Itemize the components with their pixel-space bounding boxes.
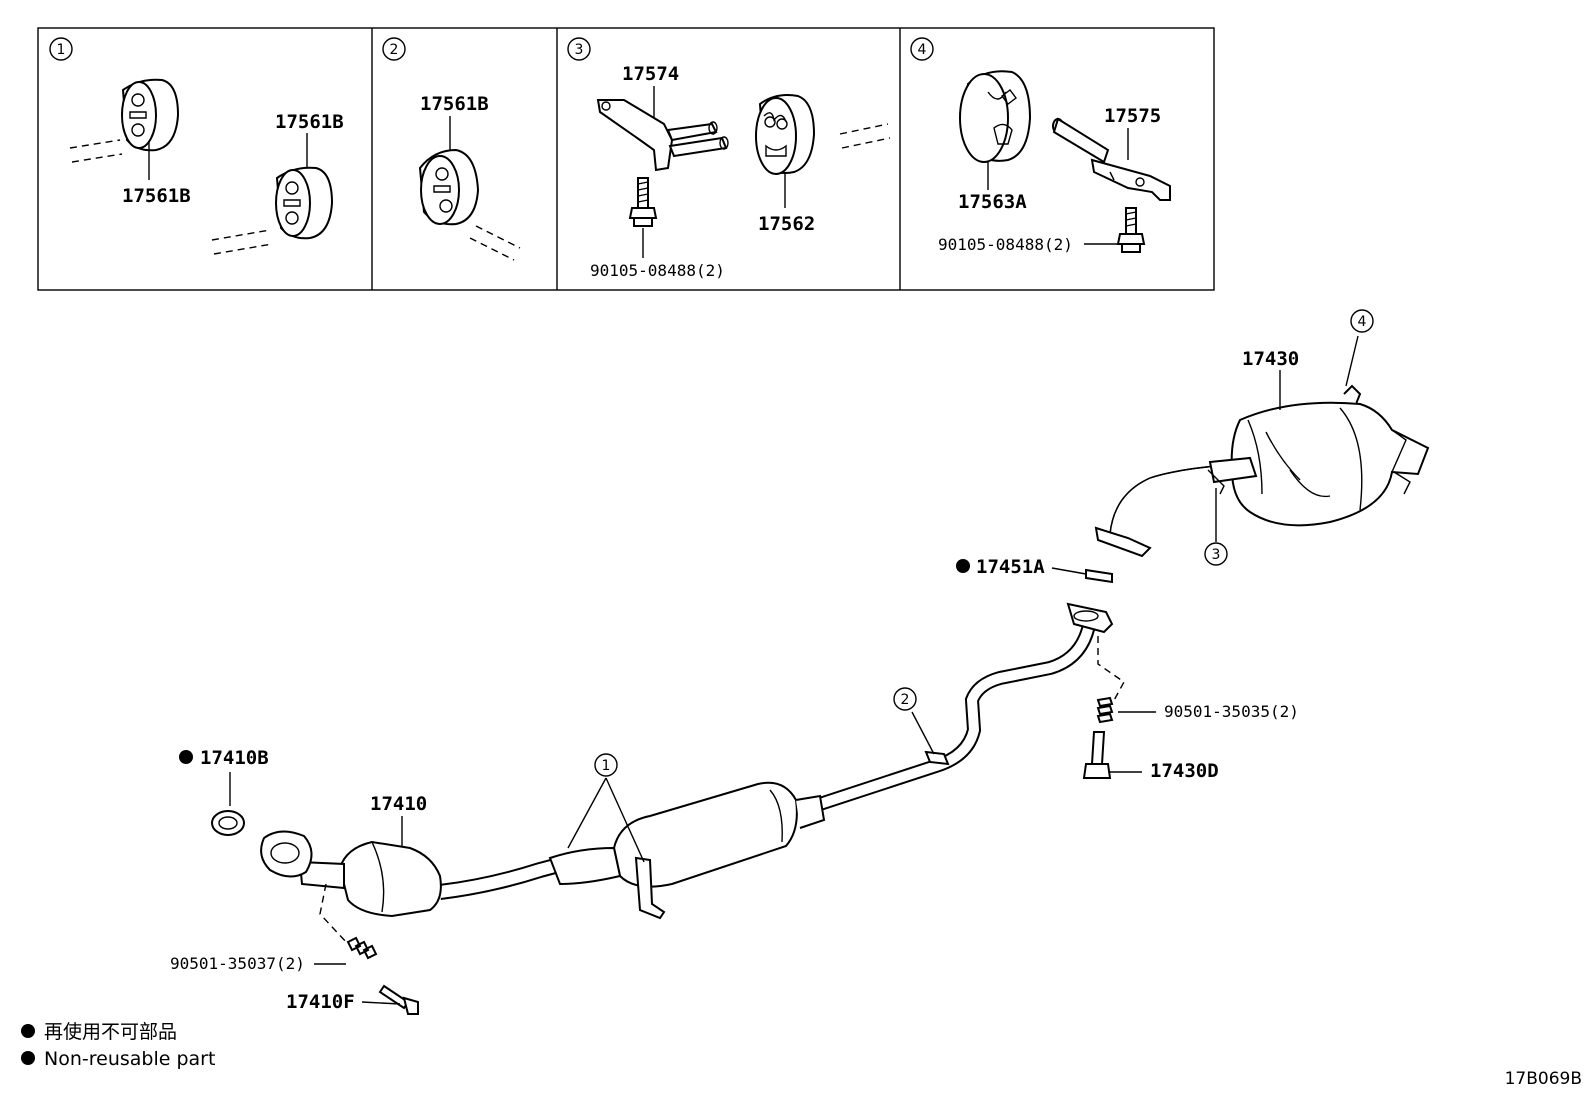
part-label-17561b: 17561B xyxy=(275,111,344,133)
legend-dot xyxy=(21,1024,35,1038)
rubber-hanger-icon xyxy=(121,78,180,152)
part-label-90501-35035: 90501-35035(2) xyxy=(1164,702,1299,721)
inset-panel-4: 4 17563A 17575 90105-08488(2) xyxy=(910,37,1171,254)
legend-japanese: 再使用不可部品 xyxy=(44,1021,177,1043)
panel-number-circle xyxy=(910,37,934,61)
front-pipe-assembly xyxy=(260,602,1114,920)
inset-panel-3: 3 17574 90105-08488(2) 175 xyxy=(567,37,891,280)
callout-1: 1 xyxy=(602,758,611,774)
panel-number: 2 xyxy=(390,42,399,58)
muffler-assembly xyxy=(1094,384,1430,558)
inset-panel-2: 2 17561B xyxy=(382,37,521,261)
spring-icon xyxy=(1096,696,1114,724)
legend-dot xyxy=(21,1051,35,1065)
panel-number-circle xyxy=(382,37,406,61)
panel-number-circle xyxy=(567,37,591,61)
panel-number-circle xyxy=(49,37,73,61)
bolt-icon xyxy=(1116,207,1146,253)
legend: 再使用不可部品 Non-reusable part xyxy=(21,1021,215,1070)
part-label-17410f: 17410F xyxy=(286,991,355,1013)
bolt-icon xyxy=(628,177,658,227)
callout-circle xyxy=(1350,309,1374,333)
callout-circle xyxy=(1204,542,1228,566)
non-reusable-dot xyxy=(956,559,970,573)
rubber-hanger-icon xyxy=(418,148,480,226)
part-label-17563a: 17563A xyxy=(958,191,1027,213)
callout-3: 3 xyxy=(1212,547,1221,563)
legend-english: Non-reusable part xyxy=(44,1048,215,1070)
part-label-17562: 17562 xyxy=(758,213,815,235)
part-label-17561b: 17561B xyxy=(420,93,489,115)
callout-4: 4 xyxy=(1358,314,1367,330)
part-label-17410: 17410 xyxy=(370,793,427,815)
panel-number: 4 xyxy=(918,42,927,58)
rubber-hanger-icon xyxy=(275,166,334,240)
part-label-17451a: 17451A xyxy=(976,556,1045,578)
gasket-icon xyxy=(1085,568,1113,584)
non-reusable-dot xyxy=(179,750,193,764)
hanger-bracket-icon xyxy=(596,99,729,172)
figure-code: 17B069B xyxy=(1505,1069,1582,1089)
callout-circle xyxy=(893,687,917,711)
bolt-icon xyxy=(1082,731,1112,779)
gasket-ring-icon xyxy=(211,810,245,836)
callout-2: 2 xyxy=(901,692,910,708)
rubber-hanger-icon xyxy=(959,70,1032,163)
spring-icon xyxy=(346,936,378,960)
panel-number: 3 xyxy=(575,42,584,58)
bolt-icon xyxy=(378,984,419,1015)
part-label-90501-35037: 90501-35037(2) xyxy=(170,954,305,973)
inset-frame xyxy=(37,27,1215,291)
panel-number: 1 xyxy=(57,42,66,58)
hanger-bracket-icon xyxy=(1052,117,1171,201)
inset-panel-1: 1 17561B 17561B xyxy=(49,37,344,255)
part-label-90105-08488: 90105-08488(2) xyxy=(590,261,725,280)
part-label-17575: 17575 xyxy=(1104,105,1161,127)
callout-circle xyxy=(594,753,618,777)
part-label-17410b: 17410B xyxy=(200,747,269,769)
part-label-17561b: 17561B xyxy=(122,185,191,207)
part-label-17574: 17574 xyxy=(622,63,679,85)
part-label-17430d: 17430D xyxy=(1150,760,1219,782)
rubber-hanger-icon xyxy=(755,94,816,175)
part-label-90105-08488: 90105-08488(2) xyxy=(938,235,1073,254)
part-label-17430: 17430 xyxy=(1242,348,1299,370)
